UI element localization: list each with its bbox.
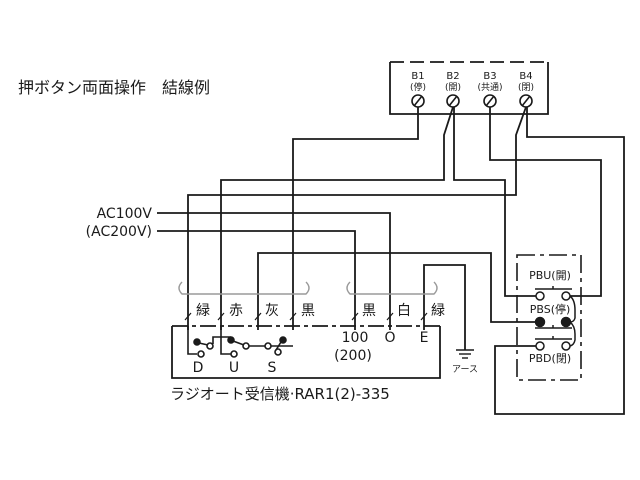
wire-label-black: 黒 [301, 303, 315, 319]
wire-earth [423, 264, 466, 350]
wire-b3-pbu [489, 107, 602, 297]
pushbutton-station [516, 254, 582, 381]
terminal-b1-label: B1 [411, 71, 424, 82]
ground-label: アース [452, 365, 478, 375]
pbu-label: PBU(開) [529, 269, 571, 282]
power-terminal-100: 100 [342, 330, 369, 346]
wire-b2-red [220, 106, 454, 330]
power-terminal-e: E [420, 330, 429, 346]
terminal-b3-sub: (共通) [477, 82, 502, 93]
ground-icon [456, 349, 474, 359]
terminal-b3-label: B3 [483, 71, 496, 82]
wires [157, 106, 625, 415]
pbd-label: PBD(閉) [529, 352, 571, 365]
ac100-label: AC100V [97, 206, 153, 222]
pushbutton-contacts [534, 286, 576, 351]
terminal-b1-sub: (停) [410, 81, 426, 93]
power-terminal-o: O [384, 330, 395, 346]
terminal-labels: B1 (停) B2 (開) B3 (共通) B4 (閉) [410, 71, 534, 93]
terminal-b2-sub: (開) [445, 82, 461, 93]
terminal-label-d: D [193, 360, 204, 376]
wire-color-labels: 緑 赤 灰 黒 黒 白 緑 [196, 303, 445, 319]
cable-sleeves [178, 281, 438, 295]
terminal-b4-sub: (閉) [518, 82, 534, 93]
terminal-b2-label: B2 [446, 71, 459, 82]
wire-label-red: 赤 [229, 303, 243, 319]
wire-label-green-earth: 緑 [431, 303, 445, 319]
receiver-name: ラジオート受信機·RAR1(2)-335 [170, 385, 390, 403]
terminal-b4-label: B4 [519, 71, 532, 82]
wire-label-white: 白 [397, 303, 411, 319]
wire-label-black-power: 黒 [362, 303, 376, 319]
wire-label-gray: 灰 [265, 303, 279, 319]
terminal-label-s: S [268, 360, 277, 376]
wire-b4-green [187, 106, 527, 330]
terminal-label-u: U [229, 360, 239, 376]
screw-terminal-b1-icon [411, 94, 425, 108]
screw-terminal-b2-icon [446, 94, 460, 108]
wire-b1-black [292, 107, 419, 330]
wire-label-green: 緑 [196, 303, 210, 319]
ac200-label: (AC200V) [86, 224, 152, 240]
screw-terminal-b3-icon [483, 94, 497, 108]
receiver-box [171, 325, 441, 379]
receiver-contacts [187, 326, 293, 358]
terminal-block [389, 61, 549, 115]
wire-b4-pbd [494, 107, 625, 415]
screw-terminal-b4-icon [519, 94, 533, 108]
wire-ac100 [157, 212, 391, 330]
wire-ac200 [157, 230, 356, 330]
diagram-title: 押ボタン両面操作 結線例 [18, 78, 210, 97]
wire-gray-pbs [257, 252, 540, 330]
alt-voltage-label: (200) [334, 348, 372, 364]
pbs-label: PBS(停) [530, 302, 571, 316]
